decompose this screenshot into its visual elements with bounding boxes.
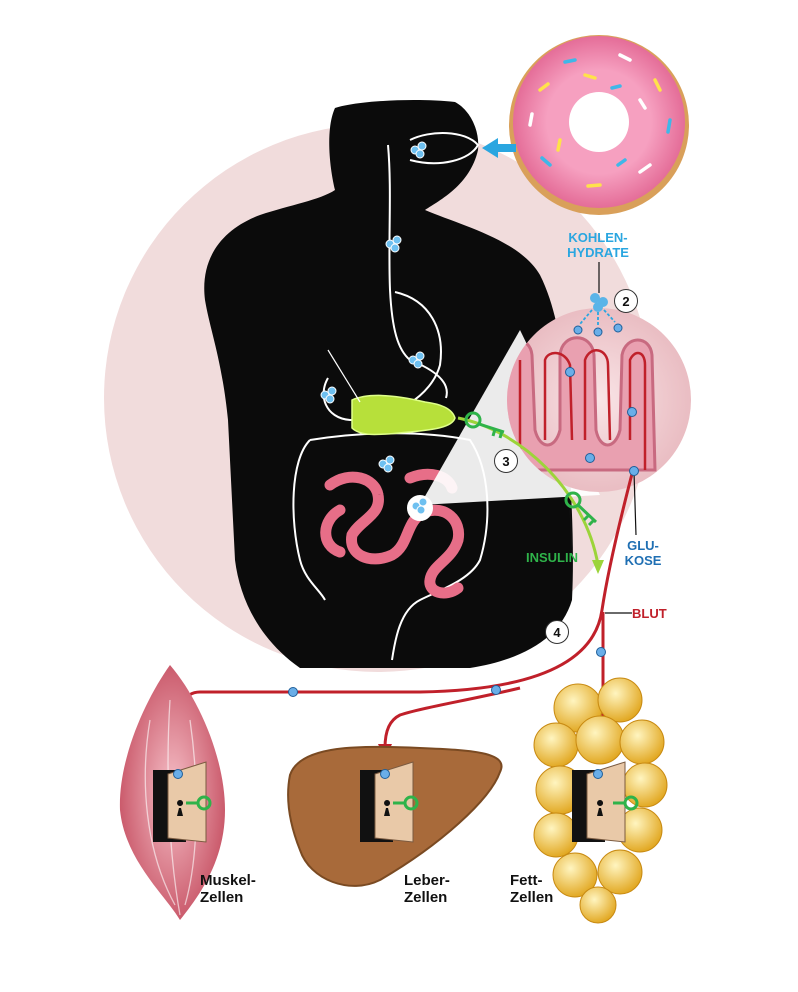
muscle-cells-label: Muskel- Zellen bbox=[200, 872, 256, 906]
insulin-pointer bbox=[569, 509, 573, 549]
glucose-dots-blood bbox=[288, 466, 639, 697]
fat-cells-label-line1: Fett- bbox=[510, 872, 543, 889]
pancreas-pointer bbox=[327, 349, 361, 403]
fat-cells-label: Fett- Zellen bbox=[510, 872, 553, 906]
carbs-label-line1: KOHLEN- bbox=[568, 230, 628, 245]
food-intake-arrow bbox=[482, 138, 516, 158]
insulin-key-1 bbox=[464, 411, 505, 439]
carbs-label: KOHLEN- HYDRATE bbox=[548, 230, 648, 260]
esophagus-outline bbox=[387, 144, 448, 399]
glucose-dots-villi bbox=[565, 323, 637, 463]
step-2-marker: 2 bbox=[614, 289, 638, 313]
muscle-cells-label-line1: Muskel- bbox=[200, 872, 256, 889]
liver-cells-label: Leber- Zellen bbox=[404, 872, 450, 906]
pancreas bbox=[351, 394, 456, 436]
glucose-molecules-body bbox=[320, 141, 428, 515]
muscle-cell bbox=[119, 665, 225, 920]
blood-vessel-liver bbox=[383, 686, 521, 749]
liver-cells-label-line1: Leber- bbox=[404, 872, 450, 889]
glucose-label: GLU- KOSE bbox=[618, 538, 668, 568]
carbs-split-arrows bbox=[579, 309, 616, 326]
insulin-arrowhead bbox=[592, 560, 604, 574]
carbs-label-line2: HYDRATE bbox=[567, 245, 629, 260]
insulin-key-2 bbox=[564, 491, 598, 527]
donut bbox=[509, 35, 689, 215]
insulin-label: INSULIN bbox=[517, 550, 587, 565]
liver-cell bbox=[287, 745, 503, 887]
step-3-marker: 3 bbox=[494, 449, 518, 473]
blood-label-text: BLUT bbox=[632, 606, 667, 621]
insulin-label-text: INSULIN bbox=[526, 550, 578, 565]
glucose-pointer bbox=[633, 471, 637, 536]
glucose-label-line1: GLU- bbox=[627, 538, 659, 553]
carbs-cluster bbox=[590, 293, 608, 312]
fat-cell bbox=[533, 677, 668, 924]
liver-cells-label-line2: Zellen bbox=[404, 889, 448, 906]
muscle-cells-label-line2: Zellen bbox=[200, 889, 244, 906]
mouth-outline bbox=[409, 132, 480, 165]
step-4-marker: 4 bbox=[545, 620, 569, 644]
body-silhouette bbox=[204, 100, 573, 668]
stomach-outline bbox=[322, 291, 442, 422]
glucose-label-line2: KOSE bbox=[624, 553, 662, 568]
blood-label: BLUT bbox=[632, 606, 682, 621]
villi bbox=[507, 336, 657, 472]
fat-cells-label-line2: Zellen bbox=[510, 889, 554, 906]
